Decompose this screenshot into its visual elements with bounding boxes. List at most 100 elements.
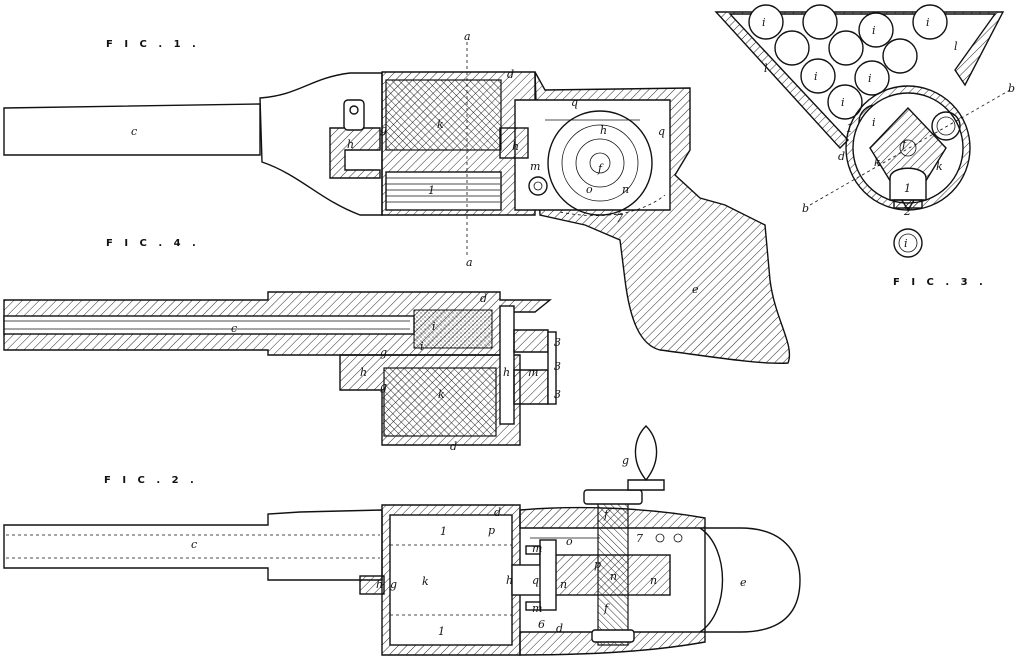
figure-2: F I C . 2 . c 1 1 k: [3, 425, 801, 656]
ref-m: m: [530, 160, 540, 173]
ref-h2: h: [512, 140, 519, 153]
ref-a-bottom: a: [466, 256, 473, 269]
cylinder-i-lines: [386, 177, 500, 203]
chamber-slot-1: [889, 167, 927, 201]
ref-c-2: c: [191, 538, 197, 551]
ref-l-1: l: [954, 40, 958, 53]
figure-1-label: F I C . 1 .: [106, 39, 200, 50]
ref-h-2b: h: [506, 574, 513, 587]
ref-q-2: q: [532, 574, 539, 587]
ref-1: 1: [428, 184, 435, 197]
ref-p-2b: p: [594, 558, 601, 571]
ref-f-3: f: [901, 138, 908, 151]
ref-c: c: [131, 125, 137, 138]
ref-k-2: k: [422, 575, 429, 588]
pin-m-upper: [525, 545, 541, 555]
ref-g-4b: g: [380, 380, 387, 393]
lock-chamber: [514, 99, 671, 211]
figure-1: F I C . 1 .: [3, 30, 791, 364]
ref-d: d: [507, 68, 514, 81]
ref-n: n: [622, 183, 629, 196]
ref-n-2a: n: [560, 578, 567, 591]
section-line-b: [809, 89, 1011, 206]
ref-h: h: [347, 138, 354, 151]
pin-m-lower: [525, 601, 541, 611]
ref-i-1: i: [762, 16, 766, 29]
ref-m-2a: m: [532, 542, 542, 555]
ref-h3: h: [600, 124, 607, 137]
ref-m-4: m: [528, 366, 538, 379]
ref-6-2: 6: [538, 618, 545, 631]
ref-g: g: [380, 123, 387, 136]
shaft-collar-lower: [591, 629, 635, 643]
ref-f-2b: f: [603, 602, 610, 615]
ref-k-4: k: [438, 388, 445, 401]
ref-n-2c: n: [650, 574, 657, 587]
ref-a-top: a: [464, 30, 471, 43]
ref-l-2: l: [764, 62, 768, 75]
ref-1-3: 1: [846, 122, 853, 135]
charge-chamber: [413, 309, 493, 349]
catch-screw-head: [349, 105, 359, 115]
ref-i-5: i: [868, 72, 872, 85]
arbor-f: [589, 152, 611, 174]
ref-o-2: o: [566, 535, 573, 548]
ref-i-2: i: [926, 16, 930, 29]
ref-i-6: i: [841, 96, 845, 109]
hopper-l: [714, 11, 1005, 150]
ref-h-2a: h: [376, 578, 383, 591]
ref-7-2: 7: [636, 532, 643, 545]
drum-axis-f: [899, 139, 917, 157]
ref-m-2b: m: [532, 602, 542, 615]
barrel: [3, 103, 261, 156]
ref-q: q: [658, 125, 665, 138]
ref-3-4c: 3: [554, 388, 561, 401]
ref-b-1: b: [1008, 82, 1015, 95]
catch-h: [329, 127, 381, 179]
crank-collar: [583, 489, 643, 505]
ref-i-3: i: [872, 24, 876, 37]
cylinder-k: [385, 79, 502, 151]
ejector-2: [893, 199, 923, 209]
ref-h-4b: h: [503, 366, 510, 379]
ref-c-4: c: [231, 322, 237, 335]
figure-4: F I C . 4 . c d d i i g g h k h m 3 3 3: [3, 238, 561, 453]
crank-base: [627, 479, 665, 491]
ref-f-2a: f: [603, 508, 610, 521]
figure-4-label: F I C . 4 .: [106, 238, 200, 249]
ref-d-3: d: [838, 150, 845, 163]
bore: [3, 315, 415, 335]
ref-k-3a: k: [874, 156, 881, 169]
ref-3-4b: 3: [554, 360, 561, 373]
ref-i-4a: i: [432, 320, 436, 333]
ref-1-2a: 1: [440, 525, 447, 538]
ref-d-2a: d: [494, 506, 501, 519]
ref-n-2b: n: [610, 570, 617, 583]
recoil-plate: [499, 305, 515, 425]
ref-3-4a: 3: [554, 336, 561, 349]
ref-e: e: [692, 283, 699, 296]
ref-o: o: [586, 183, 593, 196]
ref-q-upper: q: [571, 96, 578, 109]
ref-h-4: h: [360, 366, 367, 379]
cylinder-plan: [389, 514, 513, 646]
figure-3: F I C . 3 . i i i: [714, 4, 1015, 288]
grip-curve: [699, 527, 724, 633]
ref-1-3b: 1: [904, 182, 911, 195]
ref-e-2: e: [740, 576, 747, 589]
catch-screw: [343, 99, 365, 131]
pin-rack: [547, 331, 557, 405]
ref-p-2: p: [488, 524, 495, 537]
ref-1-2b: 1: [438, 625, 445, 638]
ref-i-4: i: [814, 70, 818, 83]
ref-i-8: i: [904, 237, 908, 250]
ref-k-3b: k: [936, 160, 943, 173]
gear-train-n: [539, 554, 671, 596]
lock-plate-upper: [513, 329, 549, 353]
figure-2-label: F I C . 2 .: [104, 475, 198, 486]
ref-g-4a: g: [380, 346, 387, 359]
figure-3-label: F I C . 3 .: [893, 277, 987, 288]
spiral-spring: [547, 110, 653, 216]
ref-k: k: [437, 118, 444, 131]
catch-plan: [359, 575, 385, 595]
